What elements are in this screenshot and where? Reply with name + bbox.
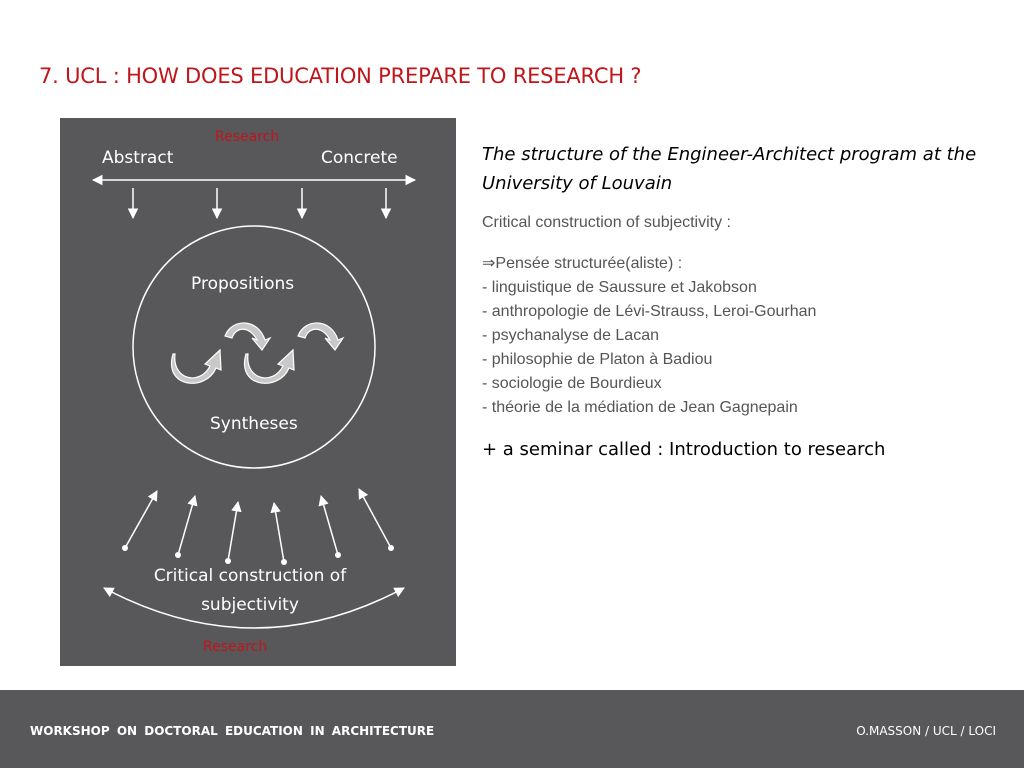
cycle-arrows-icon	[170, 322, 345, 384]
description-column: The structure of the Engineer-Architect …	[482, 140, 1002, 460]
research-label-bottom: Research	[203, 639, 268, 655]
list-item: - linguistique de Saussure et Jakobson	[482, 279, 757, 296]
slide-title: 7. UCL : HOW DOES EDUCATION PREPARE TO R…	[39, 64, 642, 88]
bottom-curved-double-arrow	[103, 587, 405, 629]
list-item: ⇒Pensée structurée(aliste) :	[482, 255, 683, 272]
propositions-label: Propositions	[191, 274, 295, 294]
footer-workshop-title: WORKSHOP ON DOCTORAL EDUCATION IN ARCHIT…	[30, 724, 435, 738]
program-structure-subtitle: The structure of the Engineer-Architect …	[482, 144, 977, 194]
critical-construction-heading: Critical construction of subjectivity :	[482, 214, 731, 231]
research-label-top: Research	[215, 129, 280, 145]
abstract-label: Abstract	[102, 148, 174, 168]
influences-list: ⇒Pensée structurée(aliste) : - linguisti…	[482, 252, 1002, 420]
central-circle	[132, 225, 376, 469]
footer-bar: WORKSHOP ON DOCTORAL EDUCATION IN ARCHIT…	[0, 690, 1024, 768]
list-item: - anthropologie de Lévi-Strauss, Leroi-G…	[482, 303, 817, 320]
footer-author: O.MASSON / UCL / LOCI	[856, 724, 996, 738]
list-item: - philosophie de Platon à Badiou	[482, 351, 713, 368]
critical-construction-label-line1: Critical construction of	[153, 566, 347, 586]
list-item: - sociologie de Bourdieux	[482, 375, 662, 392]
critical-construction-label-line2: subjectivity	[201, 595, 299, 615]
program-structure-diagram: Research Abstract Concrete Propositions …	[60, 118, 456, 666]
diagram-graphics	[91, 174, 417, 629]
list-item: - psychanalyse de Lacan	[482, 327, 659, 344]
concrete-label: Concrete	[321, 148, 398, 168]
seminar-note: + a seminar called : Introduction to res…	[482, 439, 886, 460]
subjectivity-arrows	[122, 488, 394, 565]
list-item: - théorie de la médiation de Jean Gagnep…	[482, 399, 798, 416]
syntheses-label: Syntheses	[210, 414, 298, 434]
